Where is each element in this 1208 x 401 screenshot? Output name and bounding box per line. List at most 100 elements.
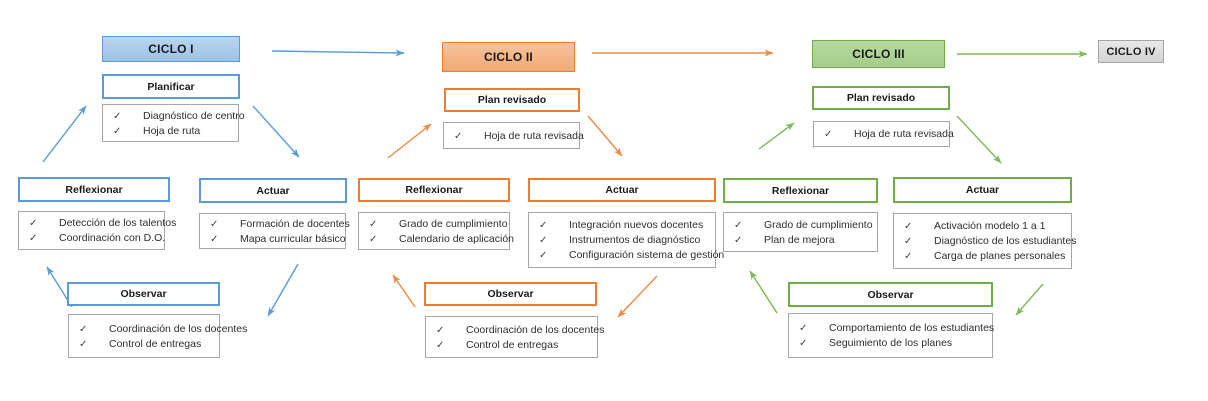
ciclo-2-plan-checklist: ✓Hoja de ruta revisada [443,122,584,149]
ciclo-1-observar-checklist: ✓Coordinación de los docentes ✓ Control d… [68,314,247,358]
check-icon: ✓ [210,218,219,230]
check-icon: ✓ [734,219,743,231]
ciclo-3-reflexionar-box: Reflexionar [723,178,878,203]
ciclo-3-observar-box: Observar [788,282,993,307]
arrow-c3-plan-to-actuar [956,115,1002,164]
ciclo-1-reflexionar-box: Reflexionar [18,177,170,202]
check-icon: ✓ [539,235,548,246]
checklist-item: ✓ Diagnóstico de centro [113,109,245,123]
ciclo-1-planificar-box: Planificar [102,74,240,99]
checklist-item-text: Control de entregas [109,337,202,350]
checklist-item: ✓ Activación modelo 1 a 1 [904,219,1067,233]
ciclo-1-actuar-checklist: ✓Formación de docentes ✓Mapa curricular … [199,213,350,249]
check-icon: ✓ [539,250,548,261]
checklist-item: ✓ Instrumentos de diagnóstico [539,233,711,247]
ciclo-3-reflexionar-checklist: ✓ Grado de cumplimiento ✓ Plan de mejora [723,212,878,252]
ciclo-3-observar-checklist: ✓ Comportamiento de los estudiantes ✓Segu… [788,313,994,358]
ciclo-2-title: CICLO II [442,42,575,72]
checklist-item: ✓ Diagnóstico de los estudiantes [904,234,1076,248]
checklist-item-text: Coordinación de los docentes [466,323,605,336]
arrow-c1-planificar-to-actuar [252,105,300,158]
checklist-item: ✓ Comportamiento de los estudiantes [799,321,994,335]
checklist-item: ✓Coordinación de los docentes [79,322,247,336]
ciclo-3-actuar-checklist: ✓ Activación modelo 1 a 1 ✓ Diagnóstico de… [893,213,1076,269]
checklist-item-text: Seguimiento de los planes [829,337,953,349]
checklist-item: ✓Carga de planes personales [904,249,1067,263]
checklist-item: ✓Grado de cumplimiento [369,217,508,231]
checklist-item: ✓ Grado de cumplimiento [734,218,873,232]
arrow-c2-observar-to-reflexionar [392,274,416,308]
ciclo-1-actuar-box: Actuar [199,178,347,203]
checklist-item: ✓ Coordinación de los docentes [436,323,604,337]
checklist-item: ✓Formación de docentes [210,217,350,231]
checklist-item: ✓ Hoja de ruta [113,124,234,138]
checklist-item-text: Detección de los talentos [59,217,177,229]
check-icon: ✓ [904,221,913,232]
ciclo-3-actuar-box: Actuar [893,177,1072,203]
ciclo-2-reflexionar-checklist: ✓Grado de cumplimiento ✓ Calendario de ap… [358,212,514,250]
ciclo-3-title: CICLO III [812,40,945,68]
checklist-item-text: Diagnóstico de los estudiantes [934,235,1077,247]
check-icon: ✓ [29,218,38,229]
check-icon: ✓ [539,220,548,231]
arrow-ciclo1-to-ciclo2 [271,49,405,57]
checklist-item-text: Hoja de ruta [143,124,201,137]
ciclo-3-plan-checklist: ✓Hoja de ruta revisada [813,121,954,147]
arrow-c3-actuar-to-observar [1015,283,1044,316]
checklist-item-text: Coordinación con D.O. [59,232,166,244]
checklist-item-text: Coordinación de los docentes [109,322,248,335]
checklist-item-text: Control de entregas [466,338,559,351]
check-icon: ✓ [904,236,913,247]
checklist-item: ✓Integración nuevos docentes [539,218,711,232]
checklist-item: ✓ Plan de mejora [734,233,873,247]
ciclo-1-observar-box: Observar [67,282,220,306]
check-icon: ✓ [436,339,445,351]
ciclo-1-planificar-checklist: ✓ Diagnóstico de centro ✓ Hoja de ruta [102,104,245,142]
checklist-item: ✓Seguimiento de los planes [799,336,988,350]
ciclo-1-reflexionar-checklist: ✓ Detección de los talentos ✓ Coordinación… [18,211,176,250]
arrow-c1-reflexionar-to-planificar [42,105,87,163]
check-icon: ✓ [79,338,88,350]
check-icon: ✓ [799,323,808,334]
checklist-item: ✓Mapa curricular básico [210,232,346,246]
check-icon: ✓ [113,125,122,137]
check-icon: ✓ [113,110,122,122]
check-icon: ✓ [369,233,378,245]
checklist-item-text: Hoja de ruta revisada [484,129,584,142]
arrow-c2-reflexionar-to-plan [387,123,432,159]
ciclo-4-title: CICLO IV [1098,40,1164,63]
check-icon: ✓ [436,324,445,336]
ciclo-3-plan-revisado-box: Plan revisado [812,86,950,110]
checklist-item-text: Diagnóstico de centro [143,109,245,122]
checklist-item: ✓ Coordinación con D.O. [29,231,165,245]
checklist-item-text: Activación modelo 1 a 1 [934,220,1046,232]
checklist-item-text: Calendario de aplicación [399,232,514,245]
ciclo-1-title: CICLO I [102,36,240,62]
checklist-item: ✓ Control de entregas [79,337,215,351]
check-icon: ✓ [210,233,219,245]
checklist-item: ✓ Control de entregas [436,338,593,352]
arrow-c3-observar-to-reflexionar [749,270,778,314]
checklist-item: ✓ Calendario de aplicación [369,232,514,246]
checklist-item-text: Carga de planes personales [934,250,1066,262]
ciclo-2-reflexionar-box: Reflexionar [358,178,510,202]
ciclo-2-observar-checklist: ✓ Coordinación de los docentes ✓ Control d… [425,316,604,358]
checklist-item: ✓ Detección de los talentos [29,216,176,230]
arrow-c3-reflexionar-to-plan [758,122,795,150]
checklist-item-text: Grado de cumplimiento [764,218,873,231]
checklist-item-text: Comportamiento de los estudiantes [829,322,995,334]
arrow-c1-actuar-to-observar [267,263,299,317]
arrow-c2-plan-to-actuar [587,115,623,157]
checklist-item-text: Instrumentos de diagnóstico [569,234,701,246]
checklist-item: ✓Configuración sistema de gestión [539,248,724,262]
checklist-item-text: Plan de mejora [764,233,835,246]
checklist-item-text: Grado de cumplimiento [399,217,508,230]
checklist-item-text: Hoja de ruta revisada [854,128,954,140]
ciclo-2-observar-box: Observar [424,282,597,306]
ciclo-2-actuar-checklist: ✓Integración nuevos docentes ✓ Instrument… [528,212,724,268]
check-icon: ✓ [734,234,743,246]
arrow-c2-actuar-to-observar [617,275,658,318]
ciclo-2-actuar-box: Actuar [528,178,716,202]
check-icon: ✓ [29,233,38,244]
